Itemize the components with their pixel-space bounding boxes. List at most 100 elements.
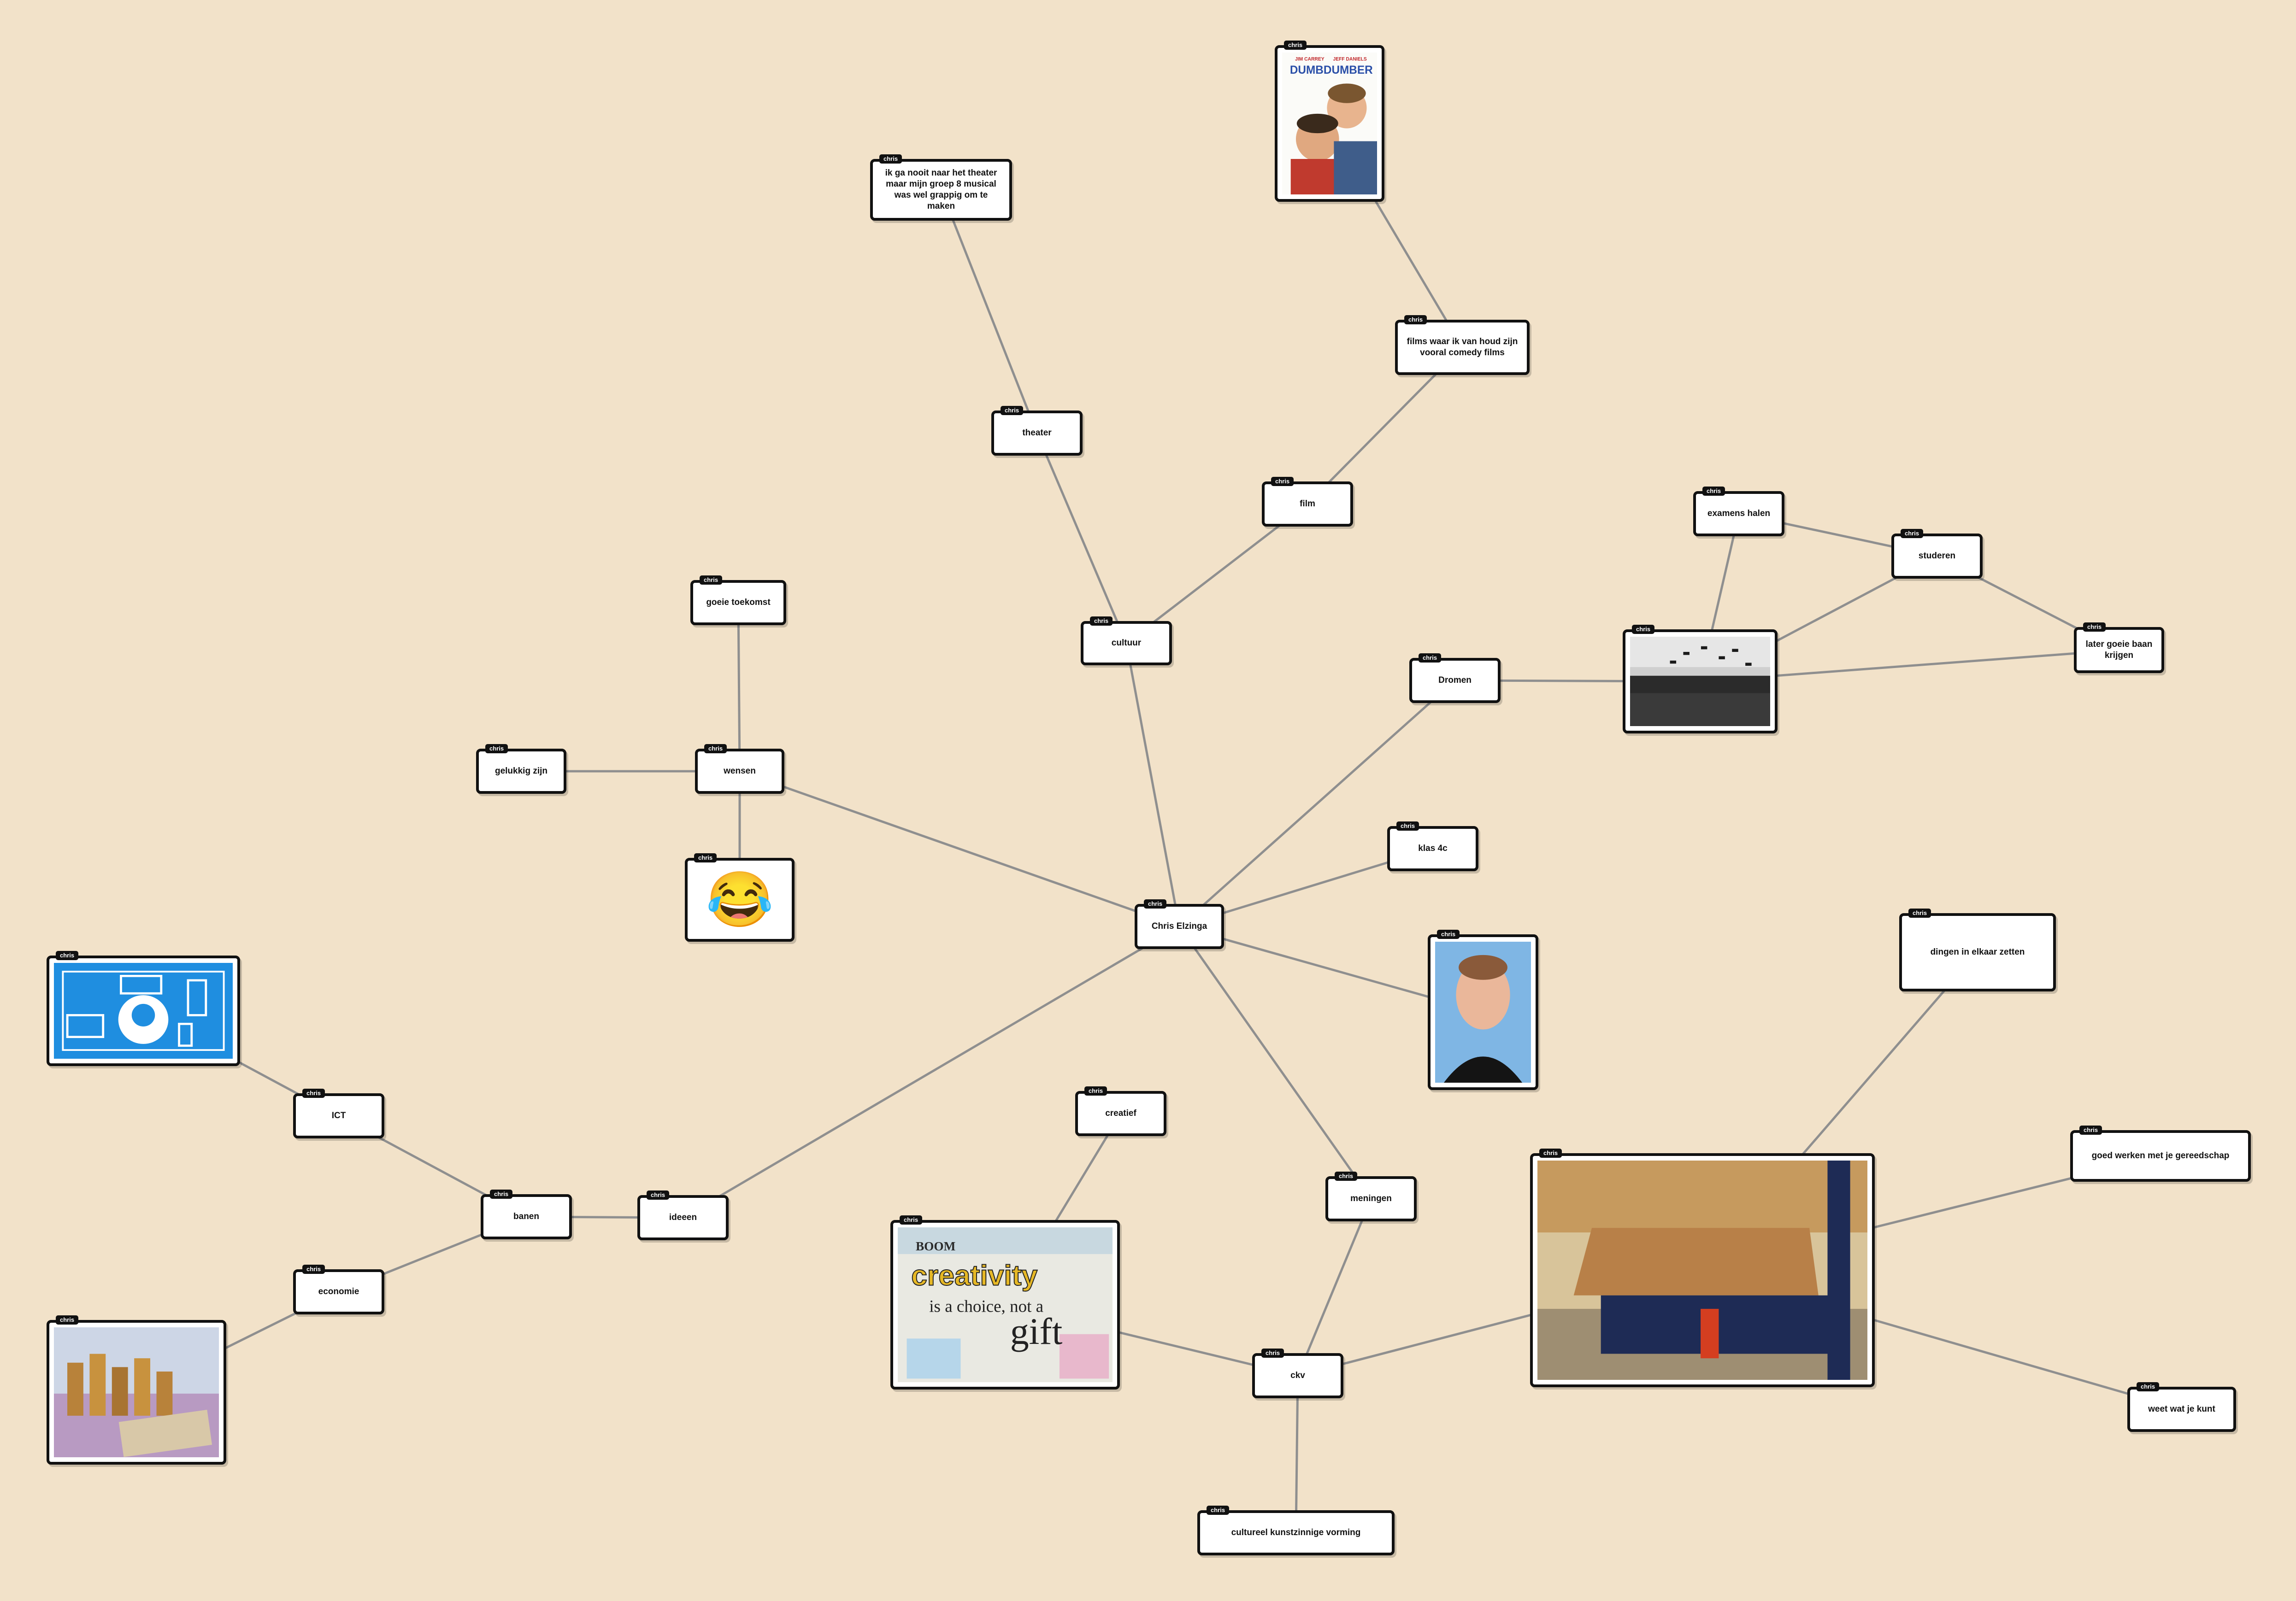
node-emoji-image[interactable]: chris 😂 — [685, 853, 795, 942]
node-creativity-poster-image[interactable]: chris BOOM creativity is a choice, not a… — [890, 1215, 1120, 1390]
author-tag: chris — [1001, 406, 1024, 415]
author-tag: chris — [1084, 1086, 1107, 1096]
author-tag: chris — [2137, 1382, 2160, 1391]
author-tag: chris — [1261, 1349, 1284, 1358]
node-goeie-toekomst[interactable]: chris goeie toekomst — [690, 575, 786, 625]
connector-line — [1125, 643, 1181, 927]
movie-poster: JIM CARREY JEFF DANIELS DUMB DUMBER — [1282, 53, 1377, 194]
author-tag: chris — [1284, 41, 1307, 50]
node-workshop-image[interactable]: chris — [1530, 1149, 1875, 1387]
connector-line — [1178, 926, 1372, 1200]
node-economy-image[interactable]: chris — [47, 1315, 226, 1465]
poster-text-4: gift — [1010, 1310, 1063, 1352]
node-label: Dromen — [1438, 675, 1472, 685]
node-label: economie — [318, 1287, 359, 1296]
poster-title-2: DUMBER — [1324, 64, 1373, 76]
node-label: cultureel kunstzinnige vorming — [1231, 1528, 1361, 1537]
node-label: weet wat je kunt — [2148, 1404, 2215, 1414]
node-studeren[interactable]: chris studeren — [1891, 529, 1983, 579]
node-chris-elzinga[interactable]: chris Chris Elzinga — [1135, 899, 1224, 949]
node-label: gelukkig zijn — [495, 766, 548, 776]
author-tag: chris — [490, 1190, 513, 1199]
ict-illustration — [54, 963, 233, 1059]
author-tag: chris — [694, 853, 717, 862]
author-tag: chris — [1396, 821, 1419, 831]
node-dingen-in-elkaar-zetten[interactable]: chris dingen in elkaar zetten — [1899, 909, 2056, 991]
node-gelukkig-zijn[interactable]: chris gelukkig zijn — [476, 744, 566, 794]
connector-line — [1295, 1375, 1299, 1533]
author-tag: chris — [302, 1265, 325, 1274]
node-label: ckv — [1290, 1371, 1305, 1380]
node-portrait-image[interactable]: chris — [1428, 930, 1538, 1090]
author-tag: chris — [1702, 487, 1725, 496]
author-tag: chris — [704, 744, 727, 753]
author-tag: chris — [1090, 616, 1113, 626]
connector-line — [682, 925, 1180, 1219]
poster-actor-left: JIM CARREY — [1295, 57, 1325, 62]
node-label: meningen — [1350, 1194, 1392, 1203]
node-label: goed werken met je gereedschap — [2091, 1151, 2230, 1161]
node-wensen[interactable]: chris wensen — [695, 744, 784, 794]
author-tag: chris — [1335, 1172, 1358, 1181]
node-meningen[interactable]: chris meningen — [1325, 1172, 1417, 1221]
node-theater-note[interactable]: chris ik ga nooit naar het theater maar … — [870, 154, 1012, 221]
poster-text-1: BOOM — [916, 1239, 955, 1253]
author-tag: chris — [1437, 930, 1460, 939]
author-tag: chris — [56, 1315, 79, 1325]
node-ideeen[interactable]: chris ideeen — [637, 1190, 729, 1240]
node-examens-halen[interactable]: chris examens halen — [1693, 487, 1784, 536]
connector-line — [1125, 503, 1308, 644]
node-label: creatief — [1105, 1108, 1136, 1118]
connector-line — [1178, 680, 1456, 927]
node-film[interactable]: chris film — [1262, 477, 1353, 527]
node-dromen[interactable]: chris Dromen — [1409, 653, 1501, 703]
node-banen[interactable]: chris banen — [481, 1190, 572, 1239]
workshop-photo — [1537, 1161, 1867, 1380]
poster-title-1: DUMB — [1290, 64, 1324, 76]
creativity-poster: BOOM creativity is a choice, not a gift — [898, 1227, 1113, 1382]
node-label: cultuur — [1111, 638, 1142, 648]
portrait-photo — [1435, 942, 1531, 1083]
node-label: dingen in elkaar zetten — [1930, 947, 2025, 957]
node-label: banen — [513, 1212, 539, 1221]
graduation-photo — [1630, 637, 1770, 726]
node-label: examens halen — [1707, 509, 1771, 518]
node-goed-werken-met-gereedschap[interactable]: chris goed werken met je gereedschap — [2070, 1126, 2251, 1182]
author-tag: chris — [1207, 1506, 1230, 1515]
author-tag: chris — [56, 951, 79, 960]
node-theater[interactable]: chris theater — [991, 406, 1083, 456]
author-tag: chris — [1539, 1149, 1562, 1158]
node-label: theater — [1022, 428, 1052, 438]
node-label: film — [1300, 499, 1315, 509]
node-label: Chris Elzinga — [1151, 921, 1207, 931]
author-tag: chris — [485, 744, 508, 753]
author-tag: chris — [879, 154, 902, 164]
node-films-note[interactable]: chris films waar ik van houd zijn vooral… — [1395, 315, 1530, 375]
node-klas-4c[interactable]: chris klas 4c — [1387, 821, 1478, 871]
node-cultuur[interactable]: chris cultuur — [1081, 616, 1172, 665]
node-label: later goeie baan krijgen — [2085, 639, 2153, 660]
node-label: goeie toekomst — [706, 598, 771, 607]
node-ict-image[interactable]: chris — [47, 951, 240, 1066]
author-tag: chris — [1419, 653, 1442, 663]
node-weet-wat-je-kunt[interactable]: chris weet wat je kunt — [2127, 1382, 2236, 1432]
node-creatief[interactable]: chris creatief — [1075, 1086, 1166, 1136]
node-goeie-baan[interactable]: chris later goeie baan krijgen — [2074, 622, 2164, 673]
money-photo — [54, 1327, 219, 1457]
author-tag: chris — [1632, 625, 1655, 634]
node-economie[interactable]: chris economie — [293, 1265, 384, 1314]
node-movie-poster-image[interactable]: chris JIM CARREY JEFF DANIELS DUMB DUMBE… — [1275, 41, 1384, 202]
node-label: films waar ik van houd zijn vooral comed… — [1407, 337, 1518, 358]
node-graduation-image[interactable]: chris — [1623, 625, 1778, 733]
node-ict[interactable]: chris ICT — [293, 1089, 384, 1138]
author-tag: chris — [1901, 529, 1924, 538]
poster-text-2: creativity — [911, 1260, 1037, 1292]
connector-line — [1296, 1198, 1372, 1376]
node-cultureel-kunstzinnige-vorming[interactable]: chris cultureel kunstzinnige vorming — [1197, 1506, 1395, 1555]
node-label: studeren — [1918, 551, 1956, 561]
author-tag: chris — [900, 1215, 923, 1225]
author-tag: chris — [302, 1089, 325, 1098]
author-tag: chris — [2083, 622, 2106, 632]
node-ckv[interactable]: chris ckv — [1252, 1349, 1343, 1398]
